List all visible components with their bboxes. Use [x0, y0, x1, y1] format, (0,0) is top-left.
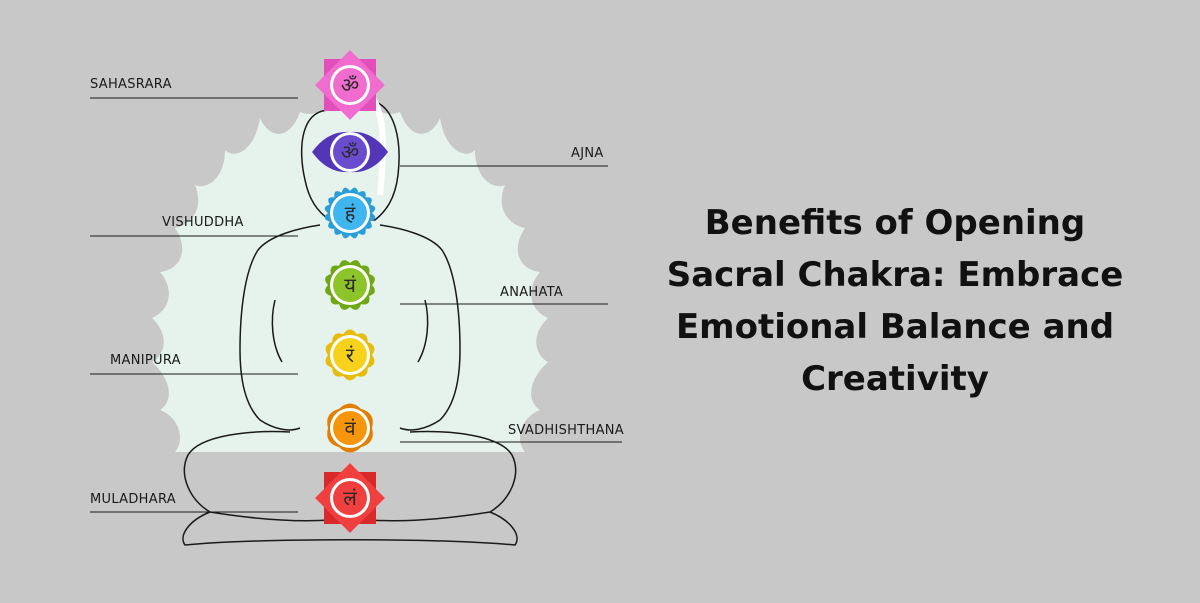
chakra-glyph: वं — [344, 416, 356, 440]
chakra-core — [333, 481, 367, 515]
chakra-core — [333, 338, 367, 372]
chakra-glyph: ॐ — [341, 73, 359, 97]
chakra-core — [333, 68, 367, 102]
label-ajna: AJNA — [571, 146, 604, 161]
chakra-ajna: ॐ — [312, 131, 388, 173]
chakra-core — [333, 196, 367, 230]
chakra-glyph: लं — [343, 486, 357, 510]
chakra-sahasrara: ॐ — [315, 50, 385, 120]
title-line-2: Sacral Chakra: Embrace — [666, 255, 1124, 295]
right-arm — [417, 299, 429, 363]
label-vishuddha: VISHUDDHA — [162, 215, 244, 230]
chakra-glyph: ॐ — [341, 140, 359, 164]
label-manipura: MANIPURA — [110, 353, 181, 368]
chakra-core — [333, 268, 367, 302]
leader-lines — [90, 97, 622, 513]
chakra-muladhara: लं — [315, 463, 385, 533]
chakra-core — [333, 411, 367, 445]
title-line-4: Creativity — [801, 359, 989, 399]
chakra-core — [333, 135, 367, 169]
chakra-body-diagram: ॐ ॐ हं यं रं वं लं — [90, 50, 622, 546]
chakra-glyph: रं — [346, 343, 355, 367]
torso-outline — [239, 224, 321, 431]
crossed-legs — [182, 430, 518, 546]
chakra-svadhishthana: वं — [327, 403, 373, 453]
chakra-vishuddha: हं — [324, 187, 376, 239]
chakra-glyph: हं — [345, 201, 356, 225]
chakra-manipura: रं — [325, 329, 375, 381]
title-line-3: Emotional Balance and — [675, 307, 1115, 347]
label-svadhishthana: SVADHISHTHANA — [508, 423, 624, 438]
chakra-anahata: यं — [325, 260, 375, 310]
chakra-symbols: ॐ ॐ हं यं रं वं लं — [312, 50, 388, 533]
chakra-glyph: यं — [344, 273, 356, 297]
page-title: Benefits of Opening Sacral Chakra: Embra… — [630, 197, 1160, 405]
label-muladhara: MULADHARA — [90, 492, 176, 507]
left-arm — [271, 299, 283, 363]
label-anahata: ANAHATA — [500, 285, 564, 300]
label-sahasrara: SAHASRARA — [90, 77, 172, 92]
title-line-1: Benefits of Opening — [704, 203, 1086, 243]
